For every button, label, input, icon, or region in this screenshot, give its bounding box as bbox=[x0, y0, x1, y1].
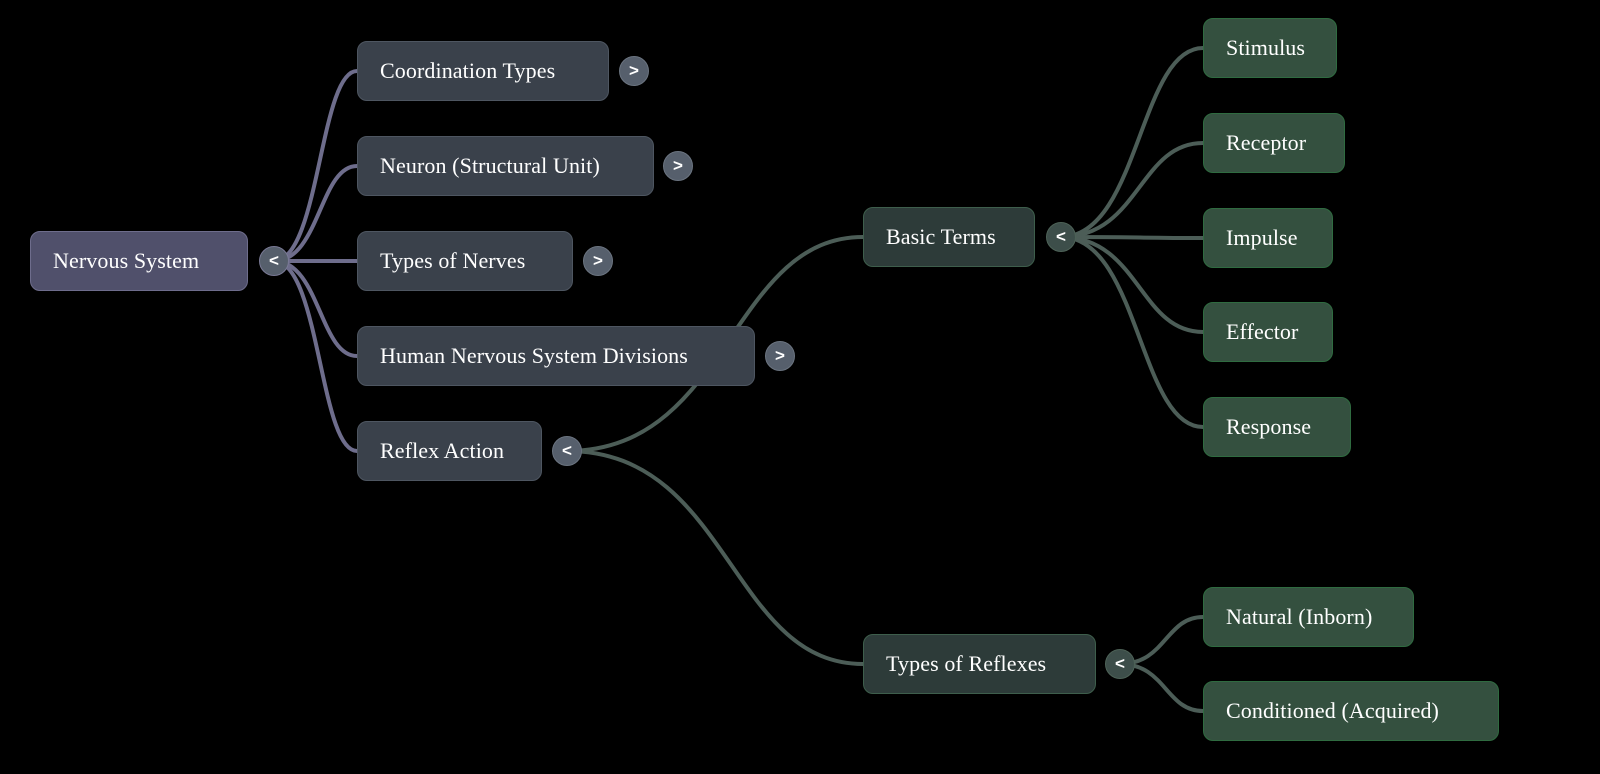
node-label: Stimulus bbox=[1226, 35, 1306, 60]
node-label: Effector bbox=[1226, 319, 1299, 344]
node-label: Nervous System bbox=[53, 248, 200, 273]
edge-reflex_action-to-types_of_reflexes bbox=[565, 449, 865, 666]
node-nervous-system[interactable]: Nervous System bbox=[30, 231, 248, 291]
chevron-left-icon: < bbox=[1056, 226, 1066, 246]
node-basic-terms[interactable]: Basic Terms bbox=[863, 207, 1035, 267]
edge-basic_terms-to-stimulus bbox=[1059, 46, 1205, 239]
node-conditioned-acquired[interactable]: Conditioned (Acquired) bbox=[1203, 681, 1499, 741]
edge-root-to-human_divisions bbox=[272, 259, 359, 358]
node-label: Receptor bbox=[1226, 130, 1307, 155]
chevron-right-icon: > bbox=[673, 155, 683, 175]
node-coordination-types[interactable]: Coordination Types bbox=[357, 41, 609, 101]
edge-root-to-reflex_action bbox=[272, 259, 359, 453]
node-natural-inborn[interactable]: Natural (Inborn) bbox=[1203, 587, 1414, 647]
node-human-nervous-system-divisions[interactable]: Human Nervous System Divisions bbox=[357, 326, 755, 386]
edge-basic_terms-to-receptor bbox=[1059, 141, 1205, 239]
chevron-right-icon: > bbox=[775, 345, 785, 365]
node-label: Neuron (Structural Unit) bbox=[380, 153, 600, 178]
node-impulse[interactable]: Impulse bbox=[1203, 208, 1333, 268]
node-label: Impulse bbox=[1226, 225, 1298, 250]
node-label: Response bbox=[1226, 414, 1312, 439]
chevron-left-icon: < bbox=[1115, 653, 1125, 673]
node-response[interactable]: Response bbox=[1203, 397, 1351, 457]
chevron-left-icon: < bbox=[562, 440, 572, 460]
node-stimulus[interactable]: Stimulus bbox=[1203, 18, 1337, 78]
node-label: Natural (Inborn) bbox=[1226, 604, 1373, 629]
toggle-neuron[interactable]: > bbox=[663, 151, 693, 181]
node-label: Basic Terms bbox=[886, 224, 996, 249]
edge-basic_terms-to-effector bbox=[1059, 235, 1205, 334]
edge-root-to-neuron bbox=[272, 164, 359, 263]
node-types-of-reflexes[interactable]: Types of Reflexes bbox=[863, 634, 1096, 694]
node-reflex-action[interactable]: Reflex Action bbox=[357, 421, 542, 481]
toggle-types-of-nerves[interactable]: > bbox=[583, 246, 613, 276]
node-neuron[interactable]: Neuron (Structural Unit) bbox=[357, 136, 654, 196]
edge-root-to-coordination_types bbox=[272, 69, 359, 263]
chevron-right-icon: > bbox=[593, 250, 603, 270]
toggle-human-nervous-system-divisions[interactable]: > bbox=[765, 341, 795, 371]
node-label: Coordination Types bbox=[380, 58, 556, 83]
edge-basic_terms-to-response bbox=[1059, 235, 1205, 429]
node-label: Human Nervous System Divisions bbox=[380, 343, 688, 368]
edge-basic_terms-to-impulse bbox=[1059, 235, 1205, 240]
node-receptor[interactable]: Receptor bbox=[1203, 113, 1345, 173]
chevron-right-icon: > bbox=[629, 60, 639, 80]
toggle-types-of-reflexes[interactable]: < bbox=[1105, 649, 1135, 679]
node-label: Reflex Action bbox=[380, 438, 505, 463]
node-types-of-nerves[interactable]: Types of Nerves bbox=[357, 231, 573, 291]
toggle-reflex-action[interactable]: < bbox=[552, 436, 582, 466]
toggle-coordination-types[interactable]: > bbox=[619, 56, 649, 86]
node-label: Types of Nerves bbox=[380, 248, 526, 273]
node-label: Conditioned (Acquired) bbox=[1226, 698, 1439, 723]
toggle-basic-terms[interactable]: < bbox=[1046, 222, 1076, 252]
chevron-left-icon: < bbox=[269, 250, 279, 270]
node-label: Types of Reflexes bbox=[886, 651, 1047, 676]
toggle-nervous-system[interactable]: < bbox=[259, 246, 289, 276]
node-effector[interactable]: Effector bbox=[1203, 302, 1333, 362]
